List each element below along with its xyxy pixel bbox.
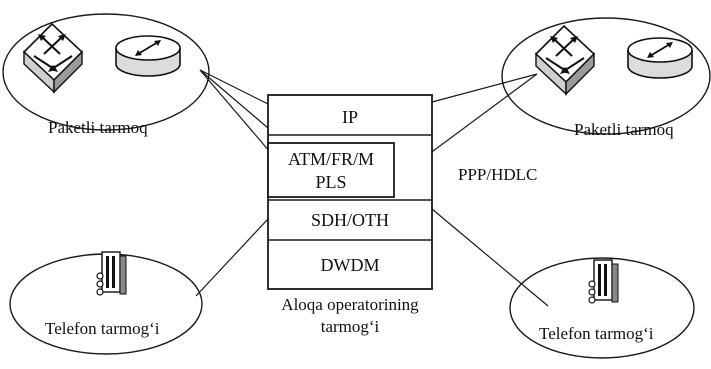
layer-pls: PLS [315,172,346,192]
router-icon [627,37,693,79]
atm-box [267,142,395,198]
telephone-network-right-label: Telefon tarmog‘i [539,324,654,343]
packet-network-left-ellipse [2,13,210,131]
line-phone-right-to-sdh [431,208,549,307]
packet-network-left-label: Paketli tarmoq [48,118,148,137]
line-packet-left-to-atm [199,69,269,129]
router-icon [115,35,181,77]
layer-ip: IP [342,107,358,127]
line-phone-left-to-sdh [195,218,269,297]
operator-network-stack: IP ATM/FR/M PLS SDH/OTH DWDM Aloqa opera… [267,94,433,336]
line-packet-left-to-ip-b [199,69,271,153]
stack-caption-line2: tarmog‘i [321,317,380,336]
packet-network-right: Paketli tarmoq [501,17,711,139]
packet-network-right-label: Paketli tarmoq [574,120,674,139]
telephone-network-right: Telefon tarmog‘i [509,257,695,359]
stack-caption-line1: Aloqa operatorining [281,295,419,314]
layer-atm-fr-m: ATM/FR/M [288,149,374,169]
ppp-hdlc-label: PPP/HDLC [458,165,537,184]
layer-sdh-oth: SDH/OTH [311,210,389,230]
telephone-network-right-ellipse [509,257,695,359]
line-packet-right-to-ip [431,73,538,103]
packet-network-left: Paketli tarmoq [2,13,210,137]
packet-network-right-ellipse [501,17,711,135]
layer-dwdm: DWDM [321,255,380,275]
switch-icon [534,24,596,96]
telephone-network-left-label: Telefon tarmog‘i [45,319,160,338]
telephone-exchange-icon [588,259,619,304]
telephone-exchange-icon [96,251,127,296]
line-packet-left-to-ip-a [199,69,269,105]
telephone-network-left: Telefon tarmog‘i [9,251,203,355]
switch-icon [22,22,84,94]
